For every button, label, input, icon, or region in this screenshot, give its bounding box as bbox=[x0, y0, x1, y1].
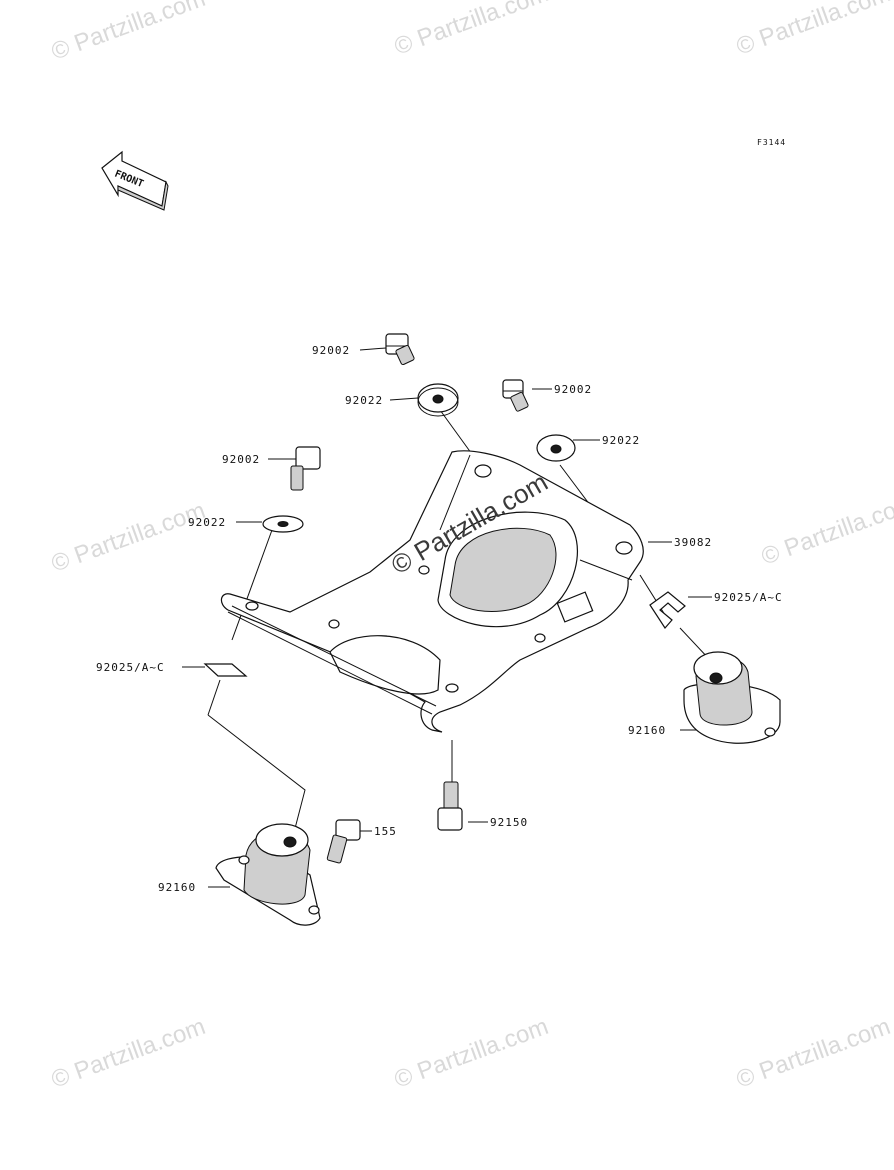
rubber-mount-right bbox=[683, 651, 781, 744]
washer-top-left bbox=[417, 383, 459, 417]
washer-left bbox=[262, 515, 304, 533]
engine-mount-bracket bbox=[220, 450, 644, 733]
diagram-code: F3144 bbox=[757, 138, 786, 147]
bolt-155 bbox=[326, 819, 361, 864]
part-label-clip-left: 92025/A~C bbox=[96, 661, 165, 674]
flange-bolt-top-left bbox=[385, 333, 415, 366]
bolt-92150 bbox=[437, 781, 463, 831]
part-labels: 92002 92022 92002 92022 92002 92022 3908… bbox=[96, 344, 783, 894]
clip-left bbox=[203, 663, 248, 677]
washer-top-right bbox=[536, 434, 576, 462]
part-label-washer-top-right: 92022 bbox=[602, 434, 640, 447]
part-label-bracket: 39082 bbox=[674, 536, 712, 549]
part-label-bolt-top-right: 92002 bbox=[554, 383, 592, 396]
watermark-text: © Partzilla.com bbox=[391, 1013, 552, 1094]
part-label-mount-right: 92160 bbox=[628, 724, 666, 737]
part-label-mount-left: 92160 bbox=[158, 881, 196, 894]
part-label-washer-left: 92022 bbox=[188, 516, 226, 529]
watermark-text: © Partzilla.com bbox=[733, 0, 894, 61]
part-label-bolt-top-left: 92002 bbox=[312, 344, 350, 357]
watermark-text: © Partzilla.com bbox=[48, 497, 209, 578]
flange-bolt-top-right bbox=[502, 379, 529, 412]
watermark-text: © Partzilla.com bbox=[391, 0, 552, 61]
part-label-bolt-bottom: 92150 bbox=[490, 816, 528, 829]
part-label-washer-top-left: 92022 bbox=[345, 394, 383, 407]
front-arrow-icon: FRONT bbox=[101, 150, 169, 211]
watermark-text: © Partzilla.com bbox=[758, 490, 894, 571]
part-label-bolt-left: 92002 bbox=[222, 453, 260, 466]
clip-right bbox=[649, 591, 686, 629]
part-label-bolt-small: 155 bbox=[374, 825, 397, 838]
watermark-text: © Partzilla.com bbox=[733, 1013, 894, 1094]
rubber-mount-left bbox=[215, 823, 321, 926]
flange-bolt-left bbox=[290, 446, 321, 491]
watermark-text: © Partzilla.com bbox=[48, 1013, 209, 1094]
watermark-text: © Partzilla.com bbox=[48, 0, 209, 66]
part-label-clip-right: 92025/A~C bbox=[714, 591, 783, 604]
